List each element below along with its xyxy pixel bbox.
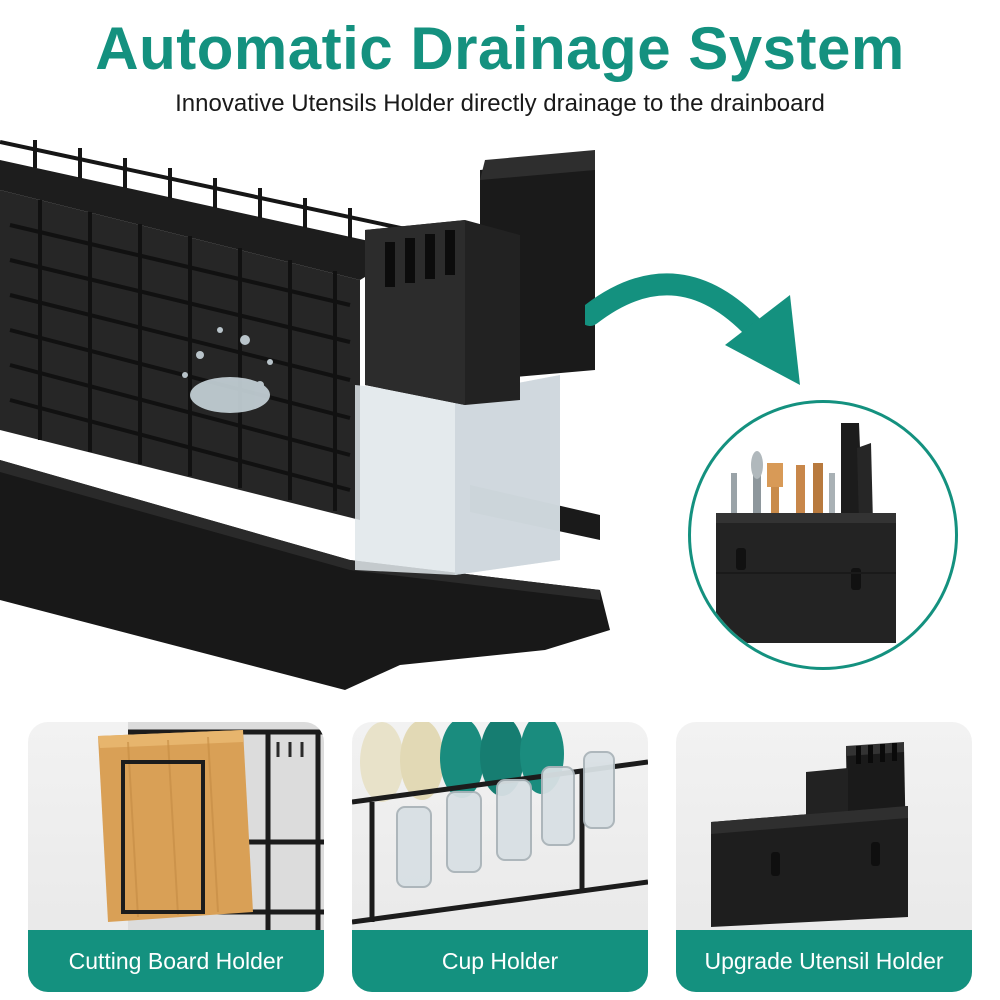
- feature-card-utensil-holder: Upgrade Utensil Holder: [676, 722, 972, 992]
- page-subtitle: Innovative Utensils Holder directly drai…: [175, 90, 825, 117]
- utensil-holder-closeup-icon: [716, 423, 896, 643]
- utensil-holder-closeup: [688, 400, 958, 670]
- utensil-holder-icon: [711, 742, 908, 927]
- feature-label: Cutting Board Holder: [28, 930, 324, 992]
- dish-rack-illustration: [0, 140, 610, 690]
- feature-label: Upgrade Utensil Holder: [676, 930, 972, 992]
- cup-holder-icon: [352, 722, 648, 925]
- feature-card-cup-holder: Cup Holder: [352, 722, 648, 992]
- page-title: Automatic Drainage System: [95, 15, 905, 82]
- feature-label: Cup Holder: [352, 930, 648, 992]
- cutting-board-holder-icon: [98, 722, 324, 934]
- feature-card-cutting-board: Cutting Board Holder: [28, 722, 324, 992]
- pointer-arrow-icon: [585, 273, 800, 385]
